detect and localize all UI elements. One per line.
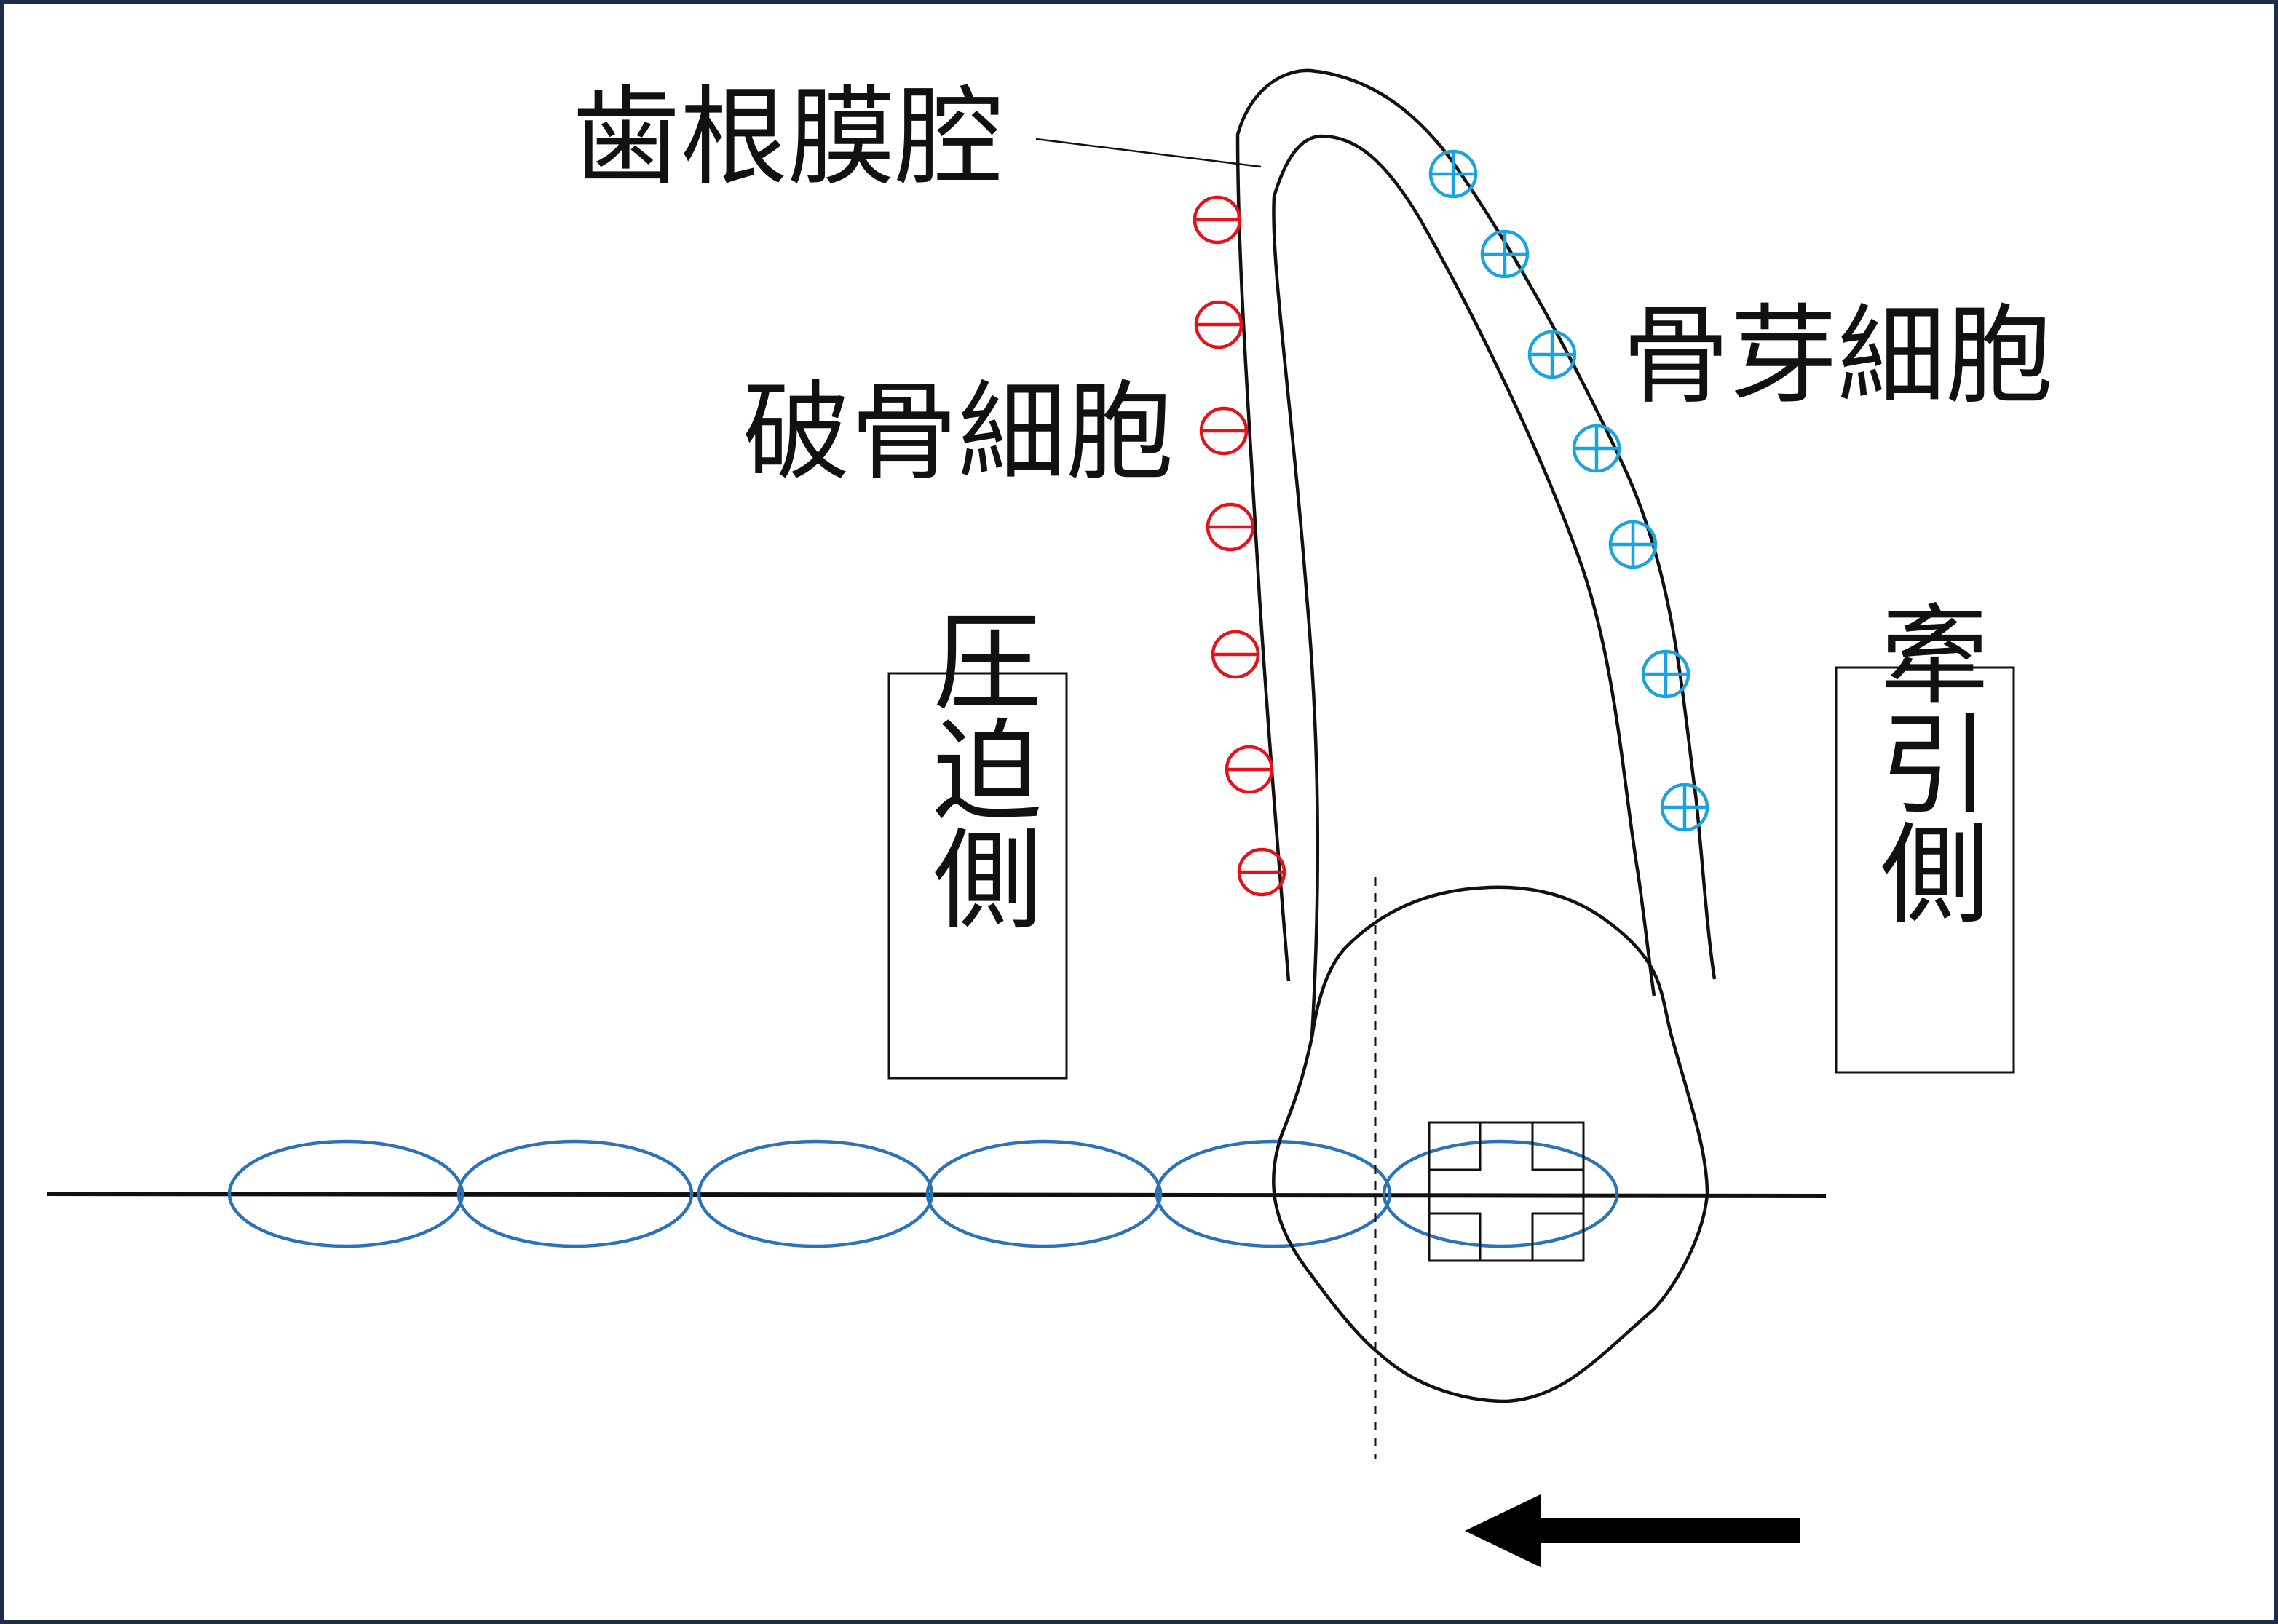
archwire (46, 1192, 1827, 1198)
osteoblast-icon (1608, 520, 1658, 569)
osteoblast-icon (1641, 649, 1690, 699)
osteoclast-icon (1194, 300, 1243, 349)
osteoclast-icon (1225, 745, 1274, 794)
tooth-root-outline (1272, 134, 1656, 1038)
osteoclast-icon (1193, 195, 1242, 245)
elastic-chain-link (456, 1139, 694, 1248)
osteoclast-icon (1237, 847, 1286, 897)
arrow-left-icon (1465, 1494, 1800, 1567)
periodontal-space-leader-line (1035, 138, 1262, 168)
elastic-chain (227, 1139, 1619, 1248)
osteoclast-icon (1206, 502, 1255, 552)
tension-side-box (1835, 666, 2015, 1074)
bracket-icon (1428, 1121, 1585, 1262)
osteoclast-label: 破骨細胞 (743, 370, 1174, 495)
compression-side-label: 圧迫側 (914, 604, 1041, 932)
tooth-crown-outline (1272, 885, 1709, 1403)
periodontal-space-outline (1235, 68, 1717, 982)
compression-side-box (887, 672, 1068, 1080)
osteoclast-icon (1199, 406, 1249, 456)
tension-side-label: 牽引側 (1862, 598, 1988, 926)
osteoblast-icon (1660, 783, 1709, 832)
elastic-chain-link (925, 1139, 1163, 1248)
elastic-chain-link (697, 1139, 934, 1248)
elastic-chain-link (227, 1139, 464, 1248)
osteoblast-icon (1527, 330, 1577, 379)
periodontal-space-label: 歯根膜腔 (572, 75, 1003, 200)
osteoblast-icon (1428, 149, 1478, 199)
osteoclast-group (1193, 195, 1286, 897)
osteoblast-label: 骨芽細胞 (1622, 293, 2053, 419)
elastic-chain-link (1382, 1139, 1619, 1248)
osteoblast-icon (1572, 424, 1621, 473)
osteoblast-group (1428, 149, 1709, 832)
osteoblast-icon (1480, 229, 1530, 279)
elastic-chain-link (1155, 1139, 1392, 1248)
osteoclast-icon (1211, 630, 1260, 679)
